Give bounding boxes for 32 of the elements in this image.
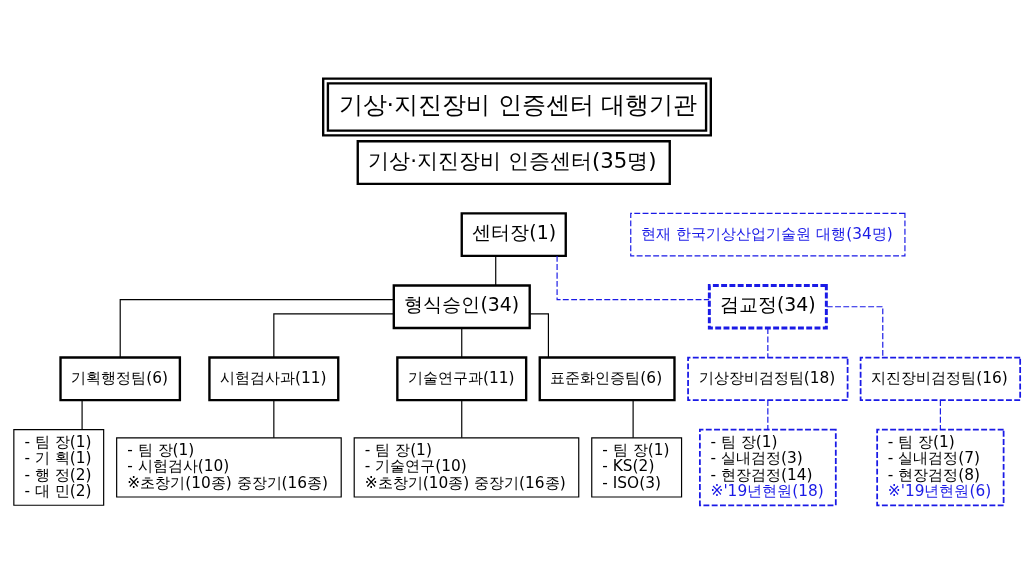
node-box: 기획행정팀(6) (59, 355, 182, 401)
node-box: 지진장비검정팀(16) (859, 356, 1022, 401)
connector (273, 399, 275, 438)
node-box: 기상장비검정팀(18) (687, 356, 849, 401)
node-box: 기상·지진장비 인증센터(35명) (356, 139, 671, 185)
connector (826, 305, 884, 358)
node-box: 센터장(1) (460, 211, 567, 257)
connector (529, 312, 549, 358)
node-box: 현재 한국기상산업기술원 대행(34명) (630, 212, 906, 256)
node-box: 시험검사과(11) (208, 355, 340, 401)
node-box: 형식승인(34) (392, 283, 531, 329)
connector (632, 399, 634, 438)
connector (939, 399, 941, 430)
node-box: - 팀 장(1) - 실내검정(3) - 현장검정(14) ※'19년현원(18) (699, 428, 837, 506)
connector (556, 254, 710, 300)
node-box: - 팀 장(1) - KS(2) - ISO(3) (591, 436, 683, 498)
node-box: - 팀 장(1) - 기 획(1) - 행 정(2) - 대 민(2) (13, 428, 105, 506)
connector (767, 399, 769, 430)
node-box: 표준화인증팀(6) (538, 355, 676, 401)
node-box: 기술연구과(11) (396, 355, 528, 401)
connector (461, 327, 463, 358)
connector (495, 255, 497, 286)
connector (273, 312, 394, 358)
node-box: 검교정(34) (707, 283, 828, 329)
node-box: - 팀 장(1) - 시험검사(10) ※초창기(10종) 중장기(16종) (116, 436, 342, 498)
connector (461, 399, 463, 438)
node-box: - 팀 장(1) - 실내검정(7) - 현장검정(8) ※'19년현원(6) (876, 428, 1005, 506)
connector (119, 298, 395, 358)
connector (81, 399, 83, 430)
diagram-title: 기상·지진장비 인증센터 대행기관 (338, 90, 698, 119)
connector (767, 327, 769, 358)
node-box: - 팀 장(1) - 기술연구(10) ※초창기(10종) 중장기(16종) (353, 436, 580, 498)
